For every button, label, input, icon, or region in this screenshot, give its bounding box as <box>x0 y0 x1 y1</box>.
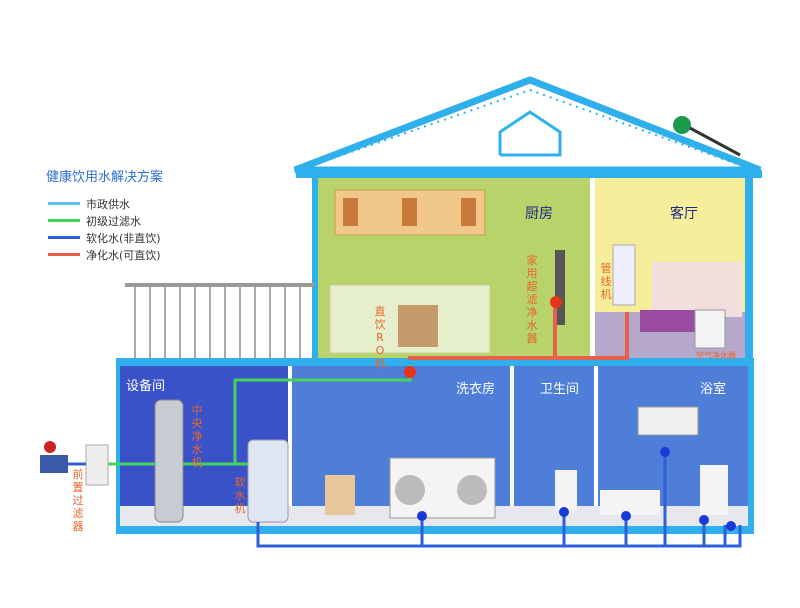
air-purifier-icon <box>694 309 726 349</box>
room-label-toilet: 卫生间 <box>540 382 580 397</box>
toilet-room <box>514 366 594 506</box>
label-ro-machine: 直饮RO机 <box>374 305 386 370</box>
label-softener: 软水机 <box>234 476 246 515</box>
attic-window-icon <box>498 110 562 157</box>
legend-item-municipal: 市政供水 <box>86 198 130 211</box>
bathtub-icon <box>600 490 660 515</box>
label-uf-purifier: 家用超滤净水器 <box>526 254 538 345</box>
valve-icon <box>40 455 68 473</box>
label-central-purifier: 中央净水机 <box>191 404 203 469</box>
uf-filter-icon <box>555 250 565 325</box>
room-label-laundry: 洗衣房 <box>456 382 496 397</box>
pipe-softened <box>256 522 742 548</box>
water-heater-icon <box>637 406 699 436</box>
legend-title: 健康饮用水解决方案 <box>46 170 164 185</box>
legend-item-primary: 初级过滤水 <box>86 215 141 228</box>
prefilter-icon <box>85 444 109 486</box>
room-label-living: 客厅 <box>670 206 698 222</box>
laundry-basket-icon <box>325 475 355 515</box>
sofa-icon <box>640 310 700 332</box>
label-air-purifier: 空气净化器 <box>696 351 736 360</box>
label-prefilter: 前置过滤器 <box>72 468 84 533</box>
vanity-icon <box>700 465 728 515</box>
legend-item-softened: 软化水(非直饮) <box>86 232 161 245</box>
softener-icon <box>247 439 289 523</box>
pipe-purified <box>408 300 557 360</box>
room-label-kitchen: 厨房 <box>525 206 553 222</box>
toilet-icon <box>555 470 577 510</box>
legend-item-purified: 净化水(可直饮) <box>86 249 161 262</box>
solar-heater-icon <box>673 116 691 134</box>
label-pipeline-machine: 管线机 <box>600 262 612 301</box>
room-label-equipment: 设备间 <box>126 379 166 394</box>
room-label-bathroom: 浴室 <box>700 382 727 397</box>
central-purifier-icon <box>154 399 184 523</box>
pipeline-machine-icon <box>612 244 636 306</box>
ro-machine-icon <box>398 305 438 347</box>
